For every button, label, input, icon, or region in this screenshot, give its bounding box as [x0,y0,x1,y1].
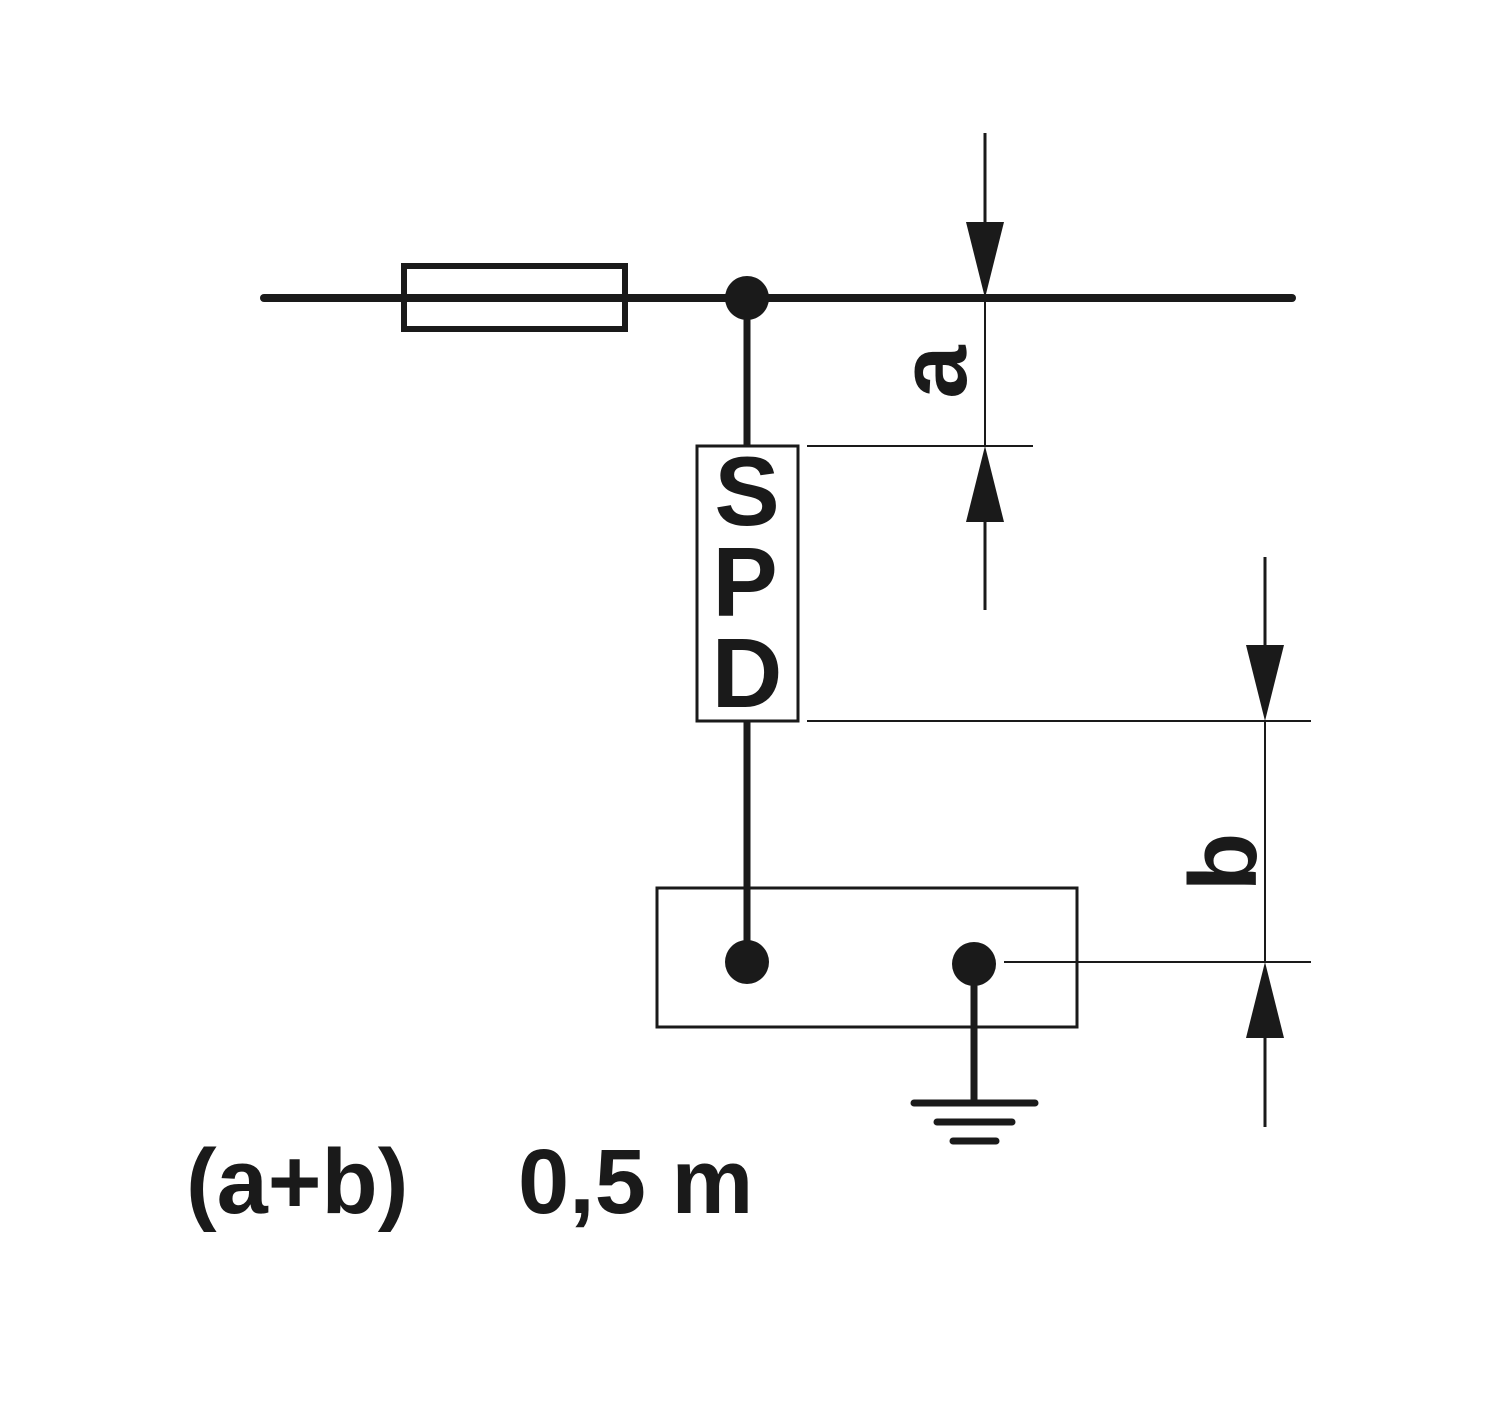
dimension-a-arrow-down-icon [966,222,1004,298]
earthing-bar-box [655,886,1079,1029]
rule-expression: (a+b) [186,1131,408,1233]
dimension-b-arrow-up-icon [1246,962,1284,1038]
spd-letter-s: S [714,436,779,546]
rule-limit: 0,5 m [518,1131,753,1233]
spd-letter-p: P [712,527,777,637]
earthing-bar-node-left [725,940,769,984]
spd-letter-d: D [712,618,783,728]
spd-box [695,444,800,723]
dimension-b-arrow-down-icon [1246,645,1284,721]
dimension-a-arrow-up-icon [966,446,1004,522]
dimension-b: b [807,557,1311,1127]
dimension-b-label: b [1170,833,1277,892]
dimension-a-label: a [880,345,987,399]
earth-ground-icon [910,1099,1039,1145]
dimension-a: a [807,133,1033,610]
